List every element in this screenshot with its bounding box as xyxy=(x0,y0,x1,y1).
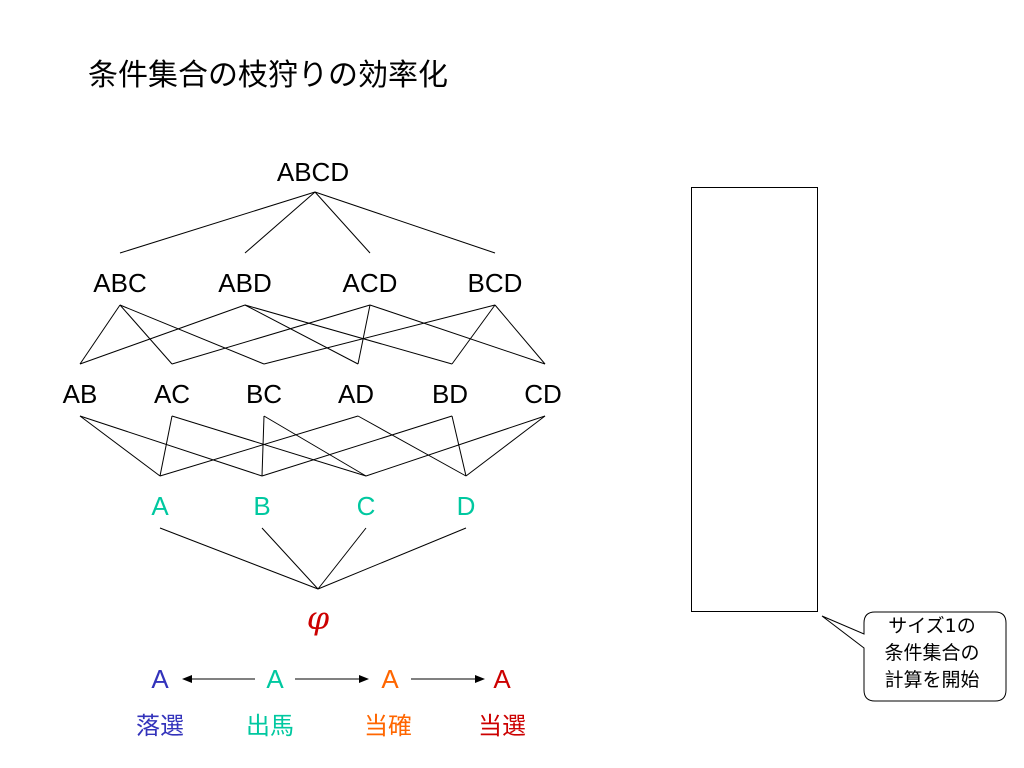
edge-b-phi xyxy=(261,527,319,590)
legend-letter-assured: A xyxy=(381,664,399,694)
node-c: C xyxy=(356,491,376,521)
edge-abc-ab xyxy=(79,304,121,365)
edge-ad-d xyxy=(357,415,467,477)
result-panel xyxy=(691,187,818,612)
node-abd: ABD xyxy=(218,268,272,298)
edge-bcd-cd xyxy=(494,304,546,365)
legend-letter-rejected: A xyxy=(151,664,169,694)
edge-abc-bc xyxy=(119,304,265,365)
edge-bcd-bc xyxy=(263,304,496,365)
edge-c-phi xyxy=(317,527,367,590)
edge-acd-ac xyxy=(171,304,371,365)
node-cd: CD xyxy=(524,379,562,409)
arrowhead-right-icon xyxy=(359,675,369,683)
edge-bc-c xyxy=(263,415,367,477)
node-d: D xyxy=(456,491,476,521)
arrowhead-left-icon xyxy=(182,675,192,683)
legend-letter-elected: A xyxy=(493,664,511,694)
callout-line: 計算を開始 xyxy=(884,669,980,691)
edge-ac-c xyxy=(171,415,367,477)
edge-abcd-acd xyxy=(314,191,371,254)
edge-bd-d xyxy=(451,415,467,477)
edge-d-phi xyxy=(317,527,467,590)
edge-bcd-bd xyxy=(451,304,496,365)
legend-label-assured: 当確 xyxy=(364,712,412,740)
node-ac: AC xyxy=(153,379,191,409)
edge-abd-ad xyxy=(244,304,359,365)
legend-label-rejected: 落選 xyxy=(136,712,184,740)
arrowhead-right-icon xyxy=(475,675,485,683)
node-abcd: ABCD xyxy=(276,157,350,187)
node-bc: BC xyxy=(245,379,283,409)
edge-abcd-abc xyxy=(119,191,316,254)
lattice-edges xyxy=(79,191,1007,702)
edge-abd-bd xyxy=(244,304,453,365)
node-bd: BD xyxy=(431,379,469,409)
edge-ad-a xyxy=(159,415,359,477)
edge-acd-ad xyxy=(357,304,371,365)
node-a: A xyxy=(151,491,169,521)
edge-acd-cd xyxy=(369,304,546,365)
node-b: B xyxy=(253,491,271,521)
edge-ab-a xyxy=(79,415,161,477)
legend-label-elected: 当選 xyxy=(478,712,526,740)
callout-text: サイズ1の 条件集合の 計算を開始 xyxy=(862,613,1002,694)
callout-line: 条件集合の xyxy=(884,642,980,664)
callout-line: サイズ1の xyxy=(888,615,976,637)
edge-ab-b xyxy=(79,415,263,477)
node-ab: AB xyxy=(62,379,98,409)
edge-abcd-bcd xyxy=(314,191,496,254)
node-bcd: BCD xyxy=(467,268,523,298)
node-acd: ACD xyxy=(342,268,398,298)
callout-bubble xyxy=(821,611,1007,702)
edge-bc-b xyxy=(261,415,265,477)
edge-cd-d xyxy=(465,415,546,477)
edge-abcd-abd xyxy=(244,191,316,254)
page-title: 条件集合の枝狩りの効率化 xyxy=(88,58,448,93)
edge-abc-ac xyxy=(119,304,173,365)
node-ad: AD xyxy=(337,379,375,409)
node-abc: ABC xyxy=(93,268,147,298)
node-empty-set: φ xyxy=(306,599,330,637)
edge-bd-b xyxy=(261,415,453,477)
edge-cd-c xyxy=(365,415,546,477)
edge-a-phi xyxy=(159,527,319,590)
edge-ac-a xyxy=(159,415,173,477)
legend-letter-running: A xyxy=(266,664,284,694)
legend-label-running: 出馬 xyxy=(246,712,294,740)
edge-abd-ab xyxy=(79,304,246,365)
